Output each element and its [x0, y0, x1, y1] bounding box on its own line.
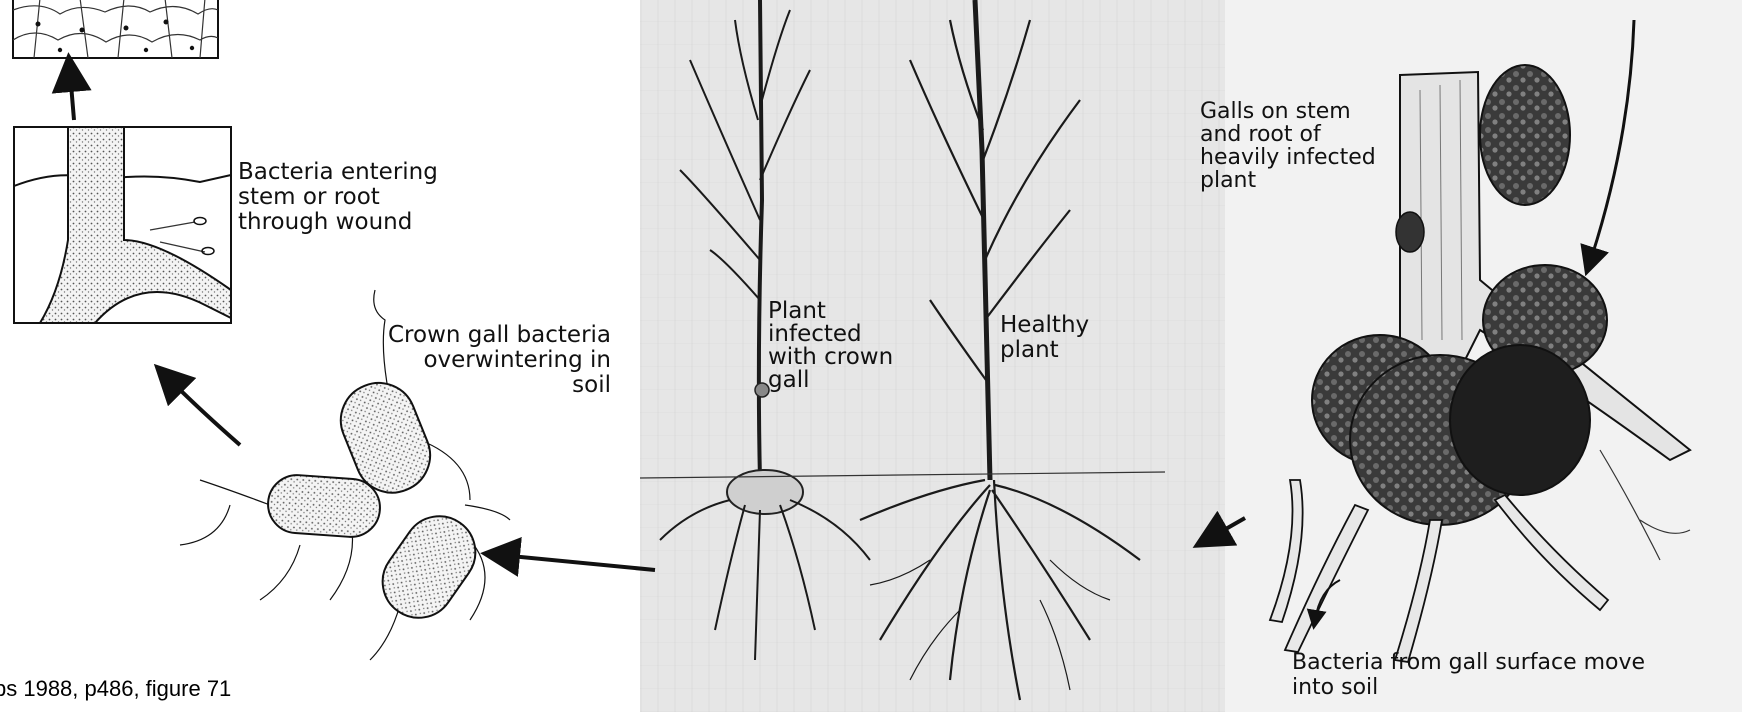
- label-crown-gall-bacteria: Crown gall bacteria overwintering in soi…: [388, 323, 611, 398]
- wound-inset: [14, 127, 231, 323]
- label-bacteria-entering: Bacteria entering stem or root through w…: [238, 160, 438, 235]
- arrow-to-bacteria: [500, 555, 655, 570]
- label-healthy-plant: Healthy plant: [1000, 313, 1089, 363]
- arrow-up: [70, 72, 74, 120]
- plant-cells-inset: [13, 0, 218, 58]
- figure-citation: ps 1988, p486, figure 71: [0, 676, 231, 702]
- label-plant-infected: Plant infected with crown gall: [768, 300, 893, 392]
- label-bacteria-from-gall: Bacteria from gall surface move into soi…: [1292, 650, 1645, 700]
- soil-line: [640, 472, 1165, 478]
- arrow-to-wound: [168, 378, 240, 445]
- arrow-down-right: [1590, 20, 1634, 262]
- arrow-from-plants: [1210, 518, 1245, 538]
- label-galls-on-stem: Galls on stem and root of heavily infect…: [1200, 100, 1376, 192]
